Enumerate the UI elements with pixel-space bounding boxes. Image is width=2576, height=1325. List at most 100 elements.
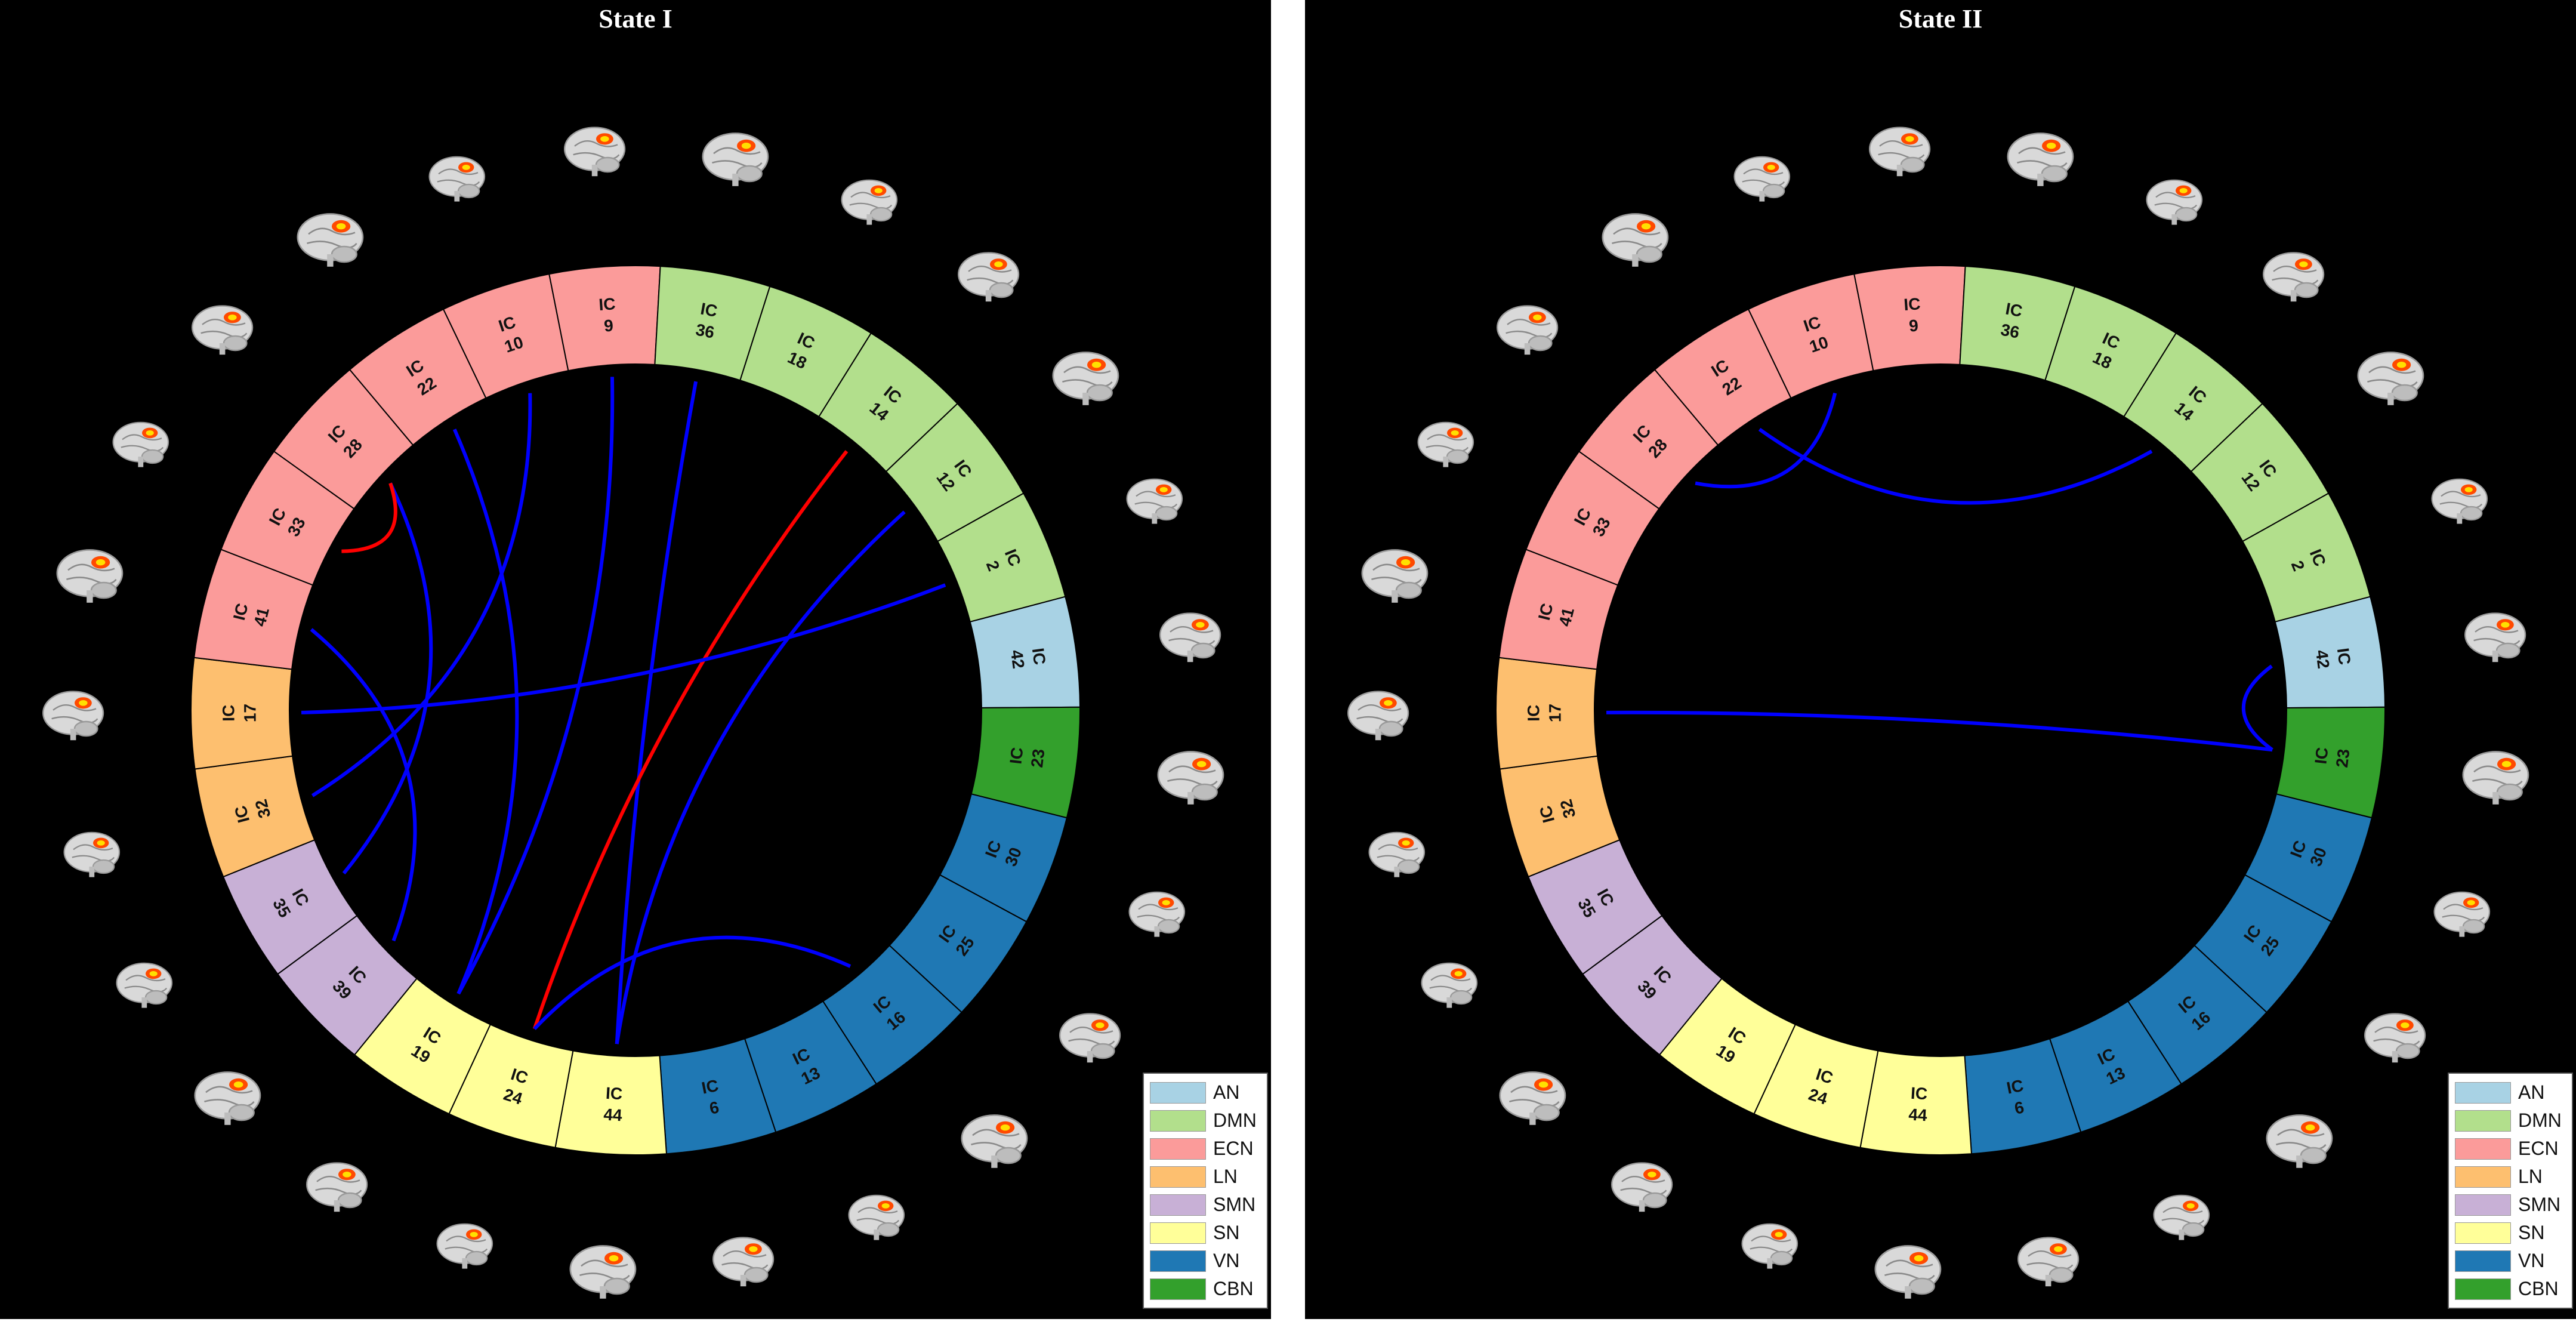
connection-ic33-ic28 <box>341 482 397 553</box>
svg-text:17: 17 <box>1545 704 1564 722</box>
brain-map-ic-32-icon <box>1365 827 1431 880</box>
legend-label: CBN <box>1213 1278 1254 1299</box>
brain-map-ic-16-icon <box>2262 1109 2340 1171</box>
legend-item-vn: VN <box>1150 1247 1261 1275</box>
svg-text:IC: IC <box>219 705 237 722</box>
brain-map-ic-18-icon <box>838 175 903 227</box>
legend-swatch <box>2455 1166 2511 1188</box>
brain-map-ic-24-icon <box>1738 1219 1804 1271</box>
brain-map-ic-30-icon <box>1125 887 1191 939</box>
brain-map-ic-12-icon <box>1048 346 1126 408</box>
segment-label-ic-9: IC9 <box>1903 294 1921 335</box>
segment-ic-44 <box>554 1050 668 1155</box>
legend-swatch <box>2455 1278 2511 1300</box>
svg-text:36: 36 <box>1999 321 2020 342</box>
svg-text:44: 44 <box>1908 1105 1928 1125</box>
svg-text:IC: IC <box>598 294 616 314</box>
legend-label: CBN <box>2518 1278 2559 1299</box>
brain-map-ic-44-icon <box>566 1240 643 1302</box>
connection-ic24-ic16 <box>533 935 852 1030</box>
segment-ic-35 <box>222 839 358 975</box>
brain-map-ic-28-icon <box>188 300 260 358</box>
svg-text:23: 23 <box>2333 748 2353 769</box>
legend-item-dmn: DMN <box>1150 1107 1261 1135</box>
legend-item-vn: VN <box>2455 1247 2566 1275</box>
connection-ic19-ic22 <box>452 429 519 995</box>
brain-map-ic-19-icon <box>303 1157 374 1215</box>
legend-label: LN <box>1213 1166 1238 1187</box>
brain-map-ic-22-icon <box>1598 208 1676 270</box>
connection-ic17-ic2 <box>301 583 946 714</box>
svg-text:IC: IC <box>700 1076 720 1098</box>
segment-ic-44 <box>1859 1050 1973 1155</box>
svg-text:36: 36 <box>694 321 715 342</box>
brain-map-ic-41-icon <box>53 544 130 606</box>
brain-map-ic-13-icon <box>2150 1190 2216 1243</box>
connection-ic28-ic10 <box>1695 392 1837 489</box>
brain-map-ic-41-icon <box>1358 544 1435 606</box>
legend-swatch <box>2455 1194 2511 1216</box>
legend-item-smn: SMN <box>2455 1191 2566 1219</box>
legend-label: AN <box>2518 1081 2545 1103</box>
legend-item-smn: SMN <box>1150 1191 1261 1219</box>
svg-text:IC: IC <box>1524 705 1542 722</box>
brain-map-ic-42-icon <box>1156 608 1227 665</box>
legend-swatch <box>2455 1250 2511 1272</box>
svg-text:IC: IC <box>2004 299 2024 321</box>
legend-label: VN <box>1213 1250 1240 1271</box>
svg-text:IC: IC <box>2334 647 2354 666</box>
brain-map-ic-10-icon <box>425 152 491 204</box>
brain-map-ic-23-icon <box>2458 745 2536 808</box>
svg-text:9: 9 <box>603 316 614 335</box>
legend-swatch <box>1150 1138 1206 1160</box>
connection-ic35-ic28 <box>342 482 433 875</box>
legend-item-cbn: CBN <box>2455 1275 2566 1303</box>
svg-text:17: 17 <box>240 704 259 722</box>
brain-map-ic-36-icon <box>2003 127 2081 189</box>
legend-label: AN <box>1213 1081 1240 1103</box>
legend-swatch <box>2455 1222 2511 1244</box>
state-2-title: State II <box>1898 4 1983 33</box>
legend-item-sn: SN <box>2455 1219 2566 1247</box>
svg-text:6: 6 <box>708 1098 720 1117</box>
brain-map-ic-24-icon <box>433 1219 499 1271</box>
svg-text:44: 44 <box>603 1105 623 1125</box>
state-1-title: State I <box>599 4 672 33</box>
svg-text:IC: IC <box>1029 647 1049 666</box>
brain-map-ic-35-icon <box>113 958 178 1010</box>
brain-map-ic-44-icon <box>1871 1240 1948 1302</box>
legend-label: SMN <box>1213 1194 1256 1215</box>
legend-item-an: AN <box>2455 1079 2566 1107</box>
connection-ic24-ic14 <box>532 450 849 1030</box>
brain-map-ic-39-icon <box>190 1066 268 1128</box>
segment-label-ic-6: IC6 <box>2005 1076 2025 1118</box>
svg-text:42: 42 <box>1007 649 1028 670</box>
brain-map-ic-10-icon <box>1730 152 1796 204</box>
legend-label: SN <box>2518 1222 2545 1243</box>
brain-map-ic-22-icon <box>293 208 371 270</box>
brain-map-ic-14-icon <box>954 247 1026 304</box>
svg-text:32: 32 <box>251 797 274 820</box>
legend-label: VN <box>2518 1250 2545 1271</box>
brain-map-ic-13-icon <box>845 1190 911 1243</box>
brain-map-ic-28-icon <box>1493 300 1565 358</box>
svg-text:IC: IC <box>1903 294 1921 314</box>
brain-map-ic-33-icon <box>109 417 175 470</box>
brain-map-ic-25-icon <box>1056 1008 1127 1065</box>
connection-ic22-ic14 <box>1758 427 2153 505</box>
legend-label: DMN <box>1213 1110 1257 1131</box>
legend-label: ECN <box>1213 1138 1254 1159</box>
